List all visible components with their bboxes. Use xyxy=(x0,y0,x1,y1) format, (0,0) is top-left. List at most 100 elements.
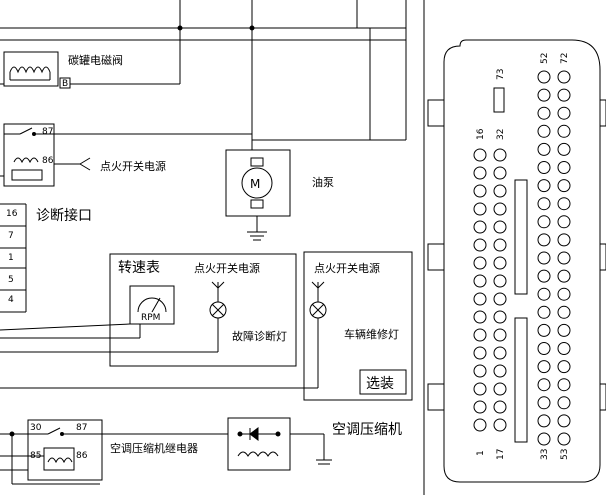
diag-pin-16: 16 xyxy=(6,209,18,219)
diag-pin-4: 4 xyxy=(8,295,14,305)
ign-power-label-1: 点火开关电源 xyxy=(100,159,166,173)
ecu-pin-16: 16 xyxy=(476,128,486,140)
ecu-pin-hole xyxy=(537,432,551,446)
motor-symbol: M xyxy=(250,177,260,191)
ecu-pin-17: 17 xyxy=(496,449,506,460)
ecu-pin-hole xyxy=(537,323,551,337)
ecu-pin-hole xyxy=(473,292,487,306)
ign-power-label-3: 点火开关电源 xyxy=(314,261,380,275)
ecu-pin-hole xyxy=(557,88,571,102)
ecu-pin-hole xyxy=(557,161,571,174)
ecu-pin-hole xyxy=(473,274,487,288)
ecu-pin-hole xyxy=(557,432,571,446)
ecu-pin-72: 72 xyxy=(560,53,570,64)
ecu-pin-hole xyxy=(493,310,507,324)
ac-relay-pin-30: 30 xyxy=(30,423,42,433)
ecu-pin-hole xyxy=(473,238,487,252)
ecu-pin-hole xyxy=(537,124,551,138)
ecu-pin-hole xyxy=(557,70,571,84)
ecu-pin-hole xyxy=(537,70,551,84)
ecu-pin-hole xyxy=(557,305,571,319)
ecu-pin-hole xyxy=(537,88,551,102)
ecu-pin-hole xyxy=(473,382,487,396)
ecu-pin-hole xyxy=(537,215,551,229)
ecu-pin-hole xyxy=(473,256,487,270)
ac-relay-pin-87: 87 xyxy=(76,423,87,433)
ecu-connector xyxy=(423,0,606,495)
ecu-pin-hole xyxy=(537,106,551,120)
ecu-pin-hole xyxy=(473,364,487,378)
ecu-pin-hole xyxy=(557,360,571,374)
ecu-pin-hole xyxy=(493,346,507,360)
ecu-pin-hole xyxy=(537,287,551,301)
fuel-pump-label: 油泵 xyxy=(312,175,334,189)
rpm-label: RPM xyxy=(141,313,160,323)
optional-label: 选装 xyxy=(366,376,394,392)
ac-relay-pin-85: 85 xyxy=(30,451,41,461)
ecu-pin-hole xyxy=(493,256,507,270)
ecu-pin-hole xyxy=(537,161,551,174)
ecu-pin-hole xyxy=(557,179,571,193)
ac-relay-label: 空调压缩机继电器 xyxy=(110,441,198,455)
relay-pin-87: 87 xyxy=(42,127,53,137)
ecu-pin-hole xyxy=(493,418,507,432)
ecu-pin-hole xyxy=(557,124,571,138)
ecu-pin-hole xyxy=(557,396,571,410)
ecu-pin-hole xyxy=(537,378,551,392)
ecu-pin-hole xyxy=(473,184,487,198)
relay-pin-86: 86 xyxy=(42,156,54,166)
ecu-pin-hole xyxy=(493,148,507,162)
ecu-pin-hole xyxy=(557,342,571,355)
ecu-pin-33: 33 xyxy=(540,449,550,460)
ecu-pin-73: 73 xyxy=(496,69,506,80)
ecu-pin-hole xyxy=(557,142,571,156)
ecu-pin-hole xyxy=(537,342,551,355)
canister-pin-label: B xyxy=(62,79,68,89)
ecu-pin-hole xyxy=(537,251,551,265)
ecu-pin-hole xyxy=(473,400,487,414)
ecu-pin-hole xyxy=(473,148,487,162)
tachometer-box xyxy=(0,253,297,367)
ecu-pin-hole xyxy=(557,197,571,211)
ecu-pin-hole xyxy=(537,305,551,319)
main-relay xyxy=(0,123,253,187)
ecu-pin-hole xyxy=(493,220,507,234)
ecu-pin-hole xyxy=(537,269,551,283)
ecu-pin-hole xyxy=(537,414,551,428)
ecu-pin-hole xyxy=(537,179,551,193)
ecu-pin-hole xyxy=(493,184,507,198)
ecu-pin-hole xyxy=(493,292,507,306)
ecu-pin-hole xyxy=(493,364,507,378)
diag-pin-7: 7 xyxy=(8,231,14,241)
ecu-pin-hole xyxy=(557,323,571,337)
ign-power-label-2: 点火开关电源 xyxy=(194,261,260,275)
ecu-pin-hole xyxy=(493,202,507,216)
ecu-pin-hole xyxy=(473,346,487,360)
fault-lamp-label: 故障诊断灯 xyxy=(232,329,287,343)
ecu-pin-1: 1 xyxy=(476,450,486,456)
ecu-pin-hole xyxy=(557,106,571,120)
tachometer-label: 转速表 xyxy=(118,260,160,276)
ecu-pin-hole xyxy=(557,287,571,301)
ecu-pin-hole xyxy=(493,274,507,288)
ecu-pin-hole xyxy=(557,251,571,265)
ecu-pin-52: 52 xyxy=(540,53,550,64)
ecu-pin-hole xyxy=(493,328,507,342)
canister-solenoid xyxy=(0,51,180,89)
diag-pin-1: 1 xyxy=(8,253,14,263)
ecu-pin-hole xyxy=(537,396,551,410)
fuel-pump xyxy=(225,149,291,241)
ecu-pin-hole xyxy=(493,400,507,414)
ecu-pin-hole xyxy=(557,215,571,229)
service-lamp-label: 车辆维修灯 xyxy=(344,327,399,341)
canister-valve-label: 碳罐电磁阀 xyxy=(68,53,123,67)
ecu-pin-hole xyxy=(537,360,551,374)
ecu-pin-hole xyxy=(493,238,507,252)
ecu-pin-hole xyxy=(557,414,571,428)
ecu-pin-hole xyxy=(493,382,507,396)
ecu-pin-hole xyxy=(473,220,487,234)
ecu-pin-hole xyxy=(473,328,487,342)
ecu-pin-hole xyxy=(557,233,571,247)
ecu-pin-hole xyxy=(473,418,487,432)
